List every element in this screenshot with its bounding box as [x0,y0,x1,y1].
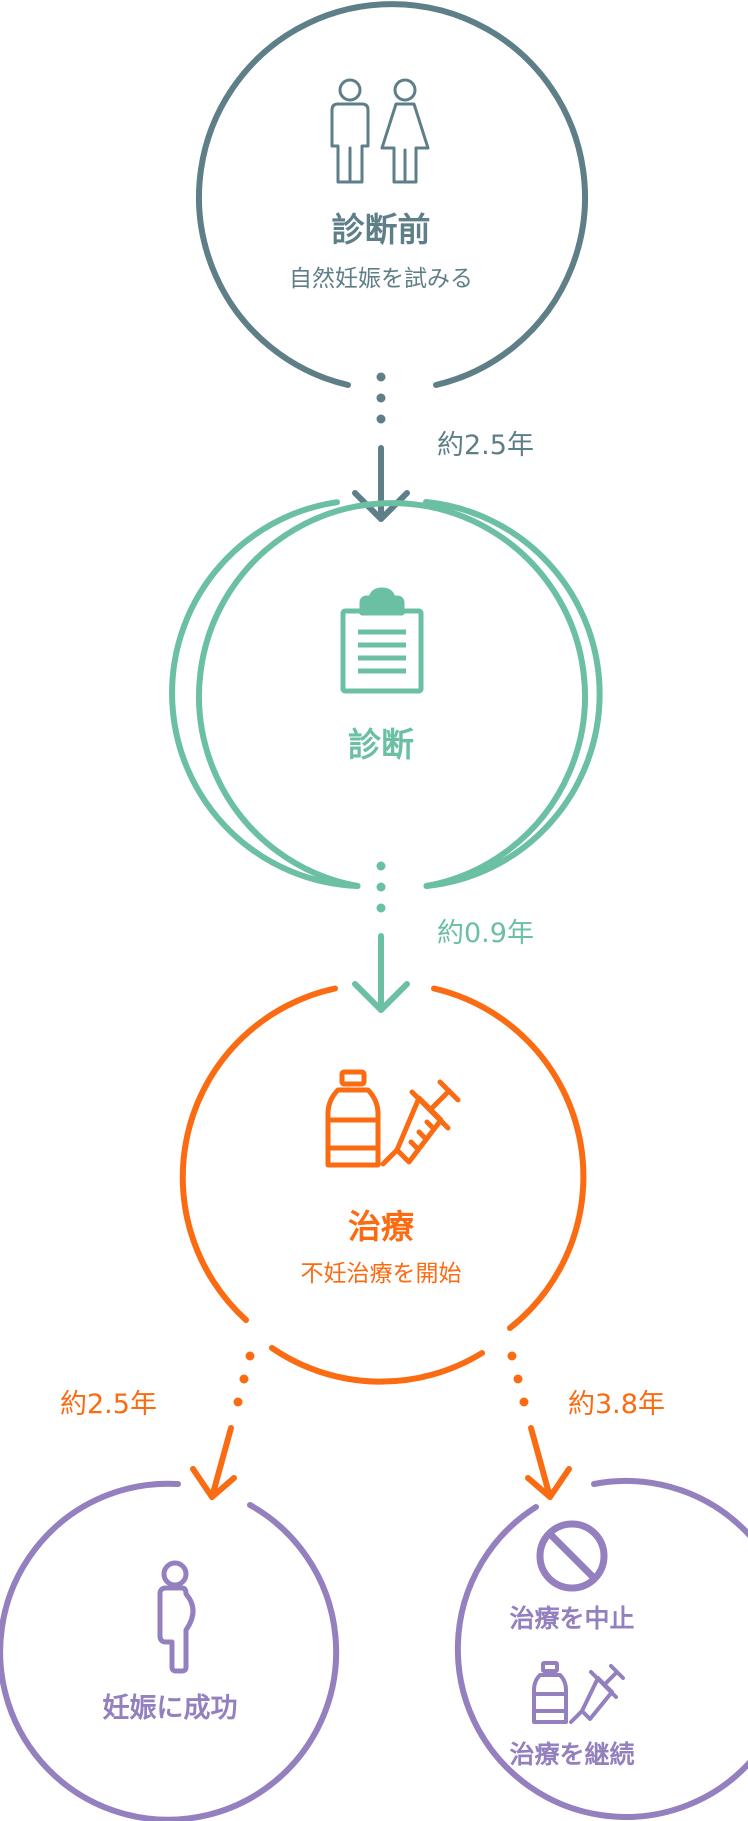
man-woman-icon [330,78,430,184]
connector-pre-to-diagnosis [352,372,410,522]
stage-pre-circle [196,1,588,388]
pregnant-woman-icon [157,1560,196,1674]
stage-treatment-circle [179,985,587,1385]
stage-diagnosis-title: 診断 [348,725,414,764]
stage-pre-subtitle: 自然妊娠を試みる [289,266,473,292]
stage-treatment-title: 治療 [348,1207,414,1246]
stage-continue-title: 治療を継続 [509,1740,635,1769]
connector-treatment-to-stop [507,1351,572,1500]
bottle-syringe-icon [325,1069,461,1168]
stage-success-title: 妊娠に成功 [102,1693,238,1724]
stage-diagnosis-circle [196,500,588,889]
bottle-syringe-icon-small [532,1661,625,1724]
stage-pre-title: 診断前 [331,210,431,249]
stage-diagnosis-circle-fill [169,499,603,889]
stage-success-circle [0,1480,340,1821]
connector-diagnosis-to-treatment [352,861,410,1013]
clipboard-icon [340,587,424,694]
duration-pre-to-diagnosis: 約2.5年 [437,430,534,461]
stage-stop-circle [454,1477,748,1820]
stage-stop-title: 治療を中止 [509,1604,635,1633]
duration-treatment-to-stop: 約3.8年 [568,1389,665,1420]
duration-treatment-to-success: 約2.5年 [60,1389,157,1420]
prohibited-icon [536,1520,608,1592]
duration-diagnosis-to-treatment: 約0.9年 [437,918,534,949]
stage-treatment-subtitle: 不妊治療を開始 [300,1261,462,1287]
connector-treatment-to-success [190,1351,255,1500]
